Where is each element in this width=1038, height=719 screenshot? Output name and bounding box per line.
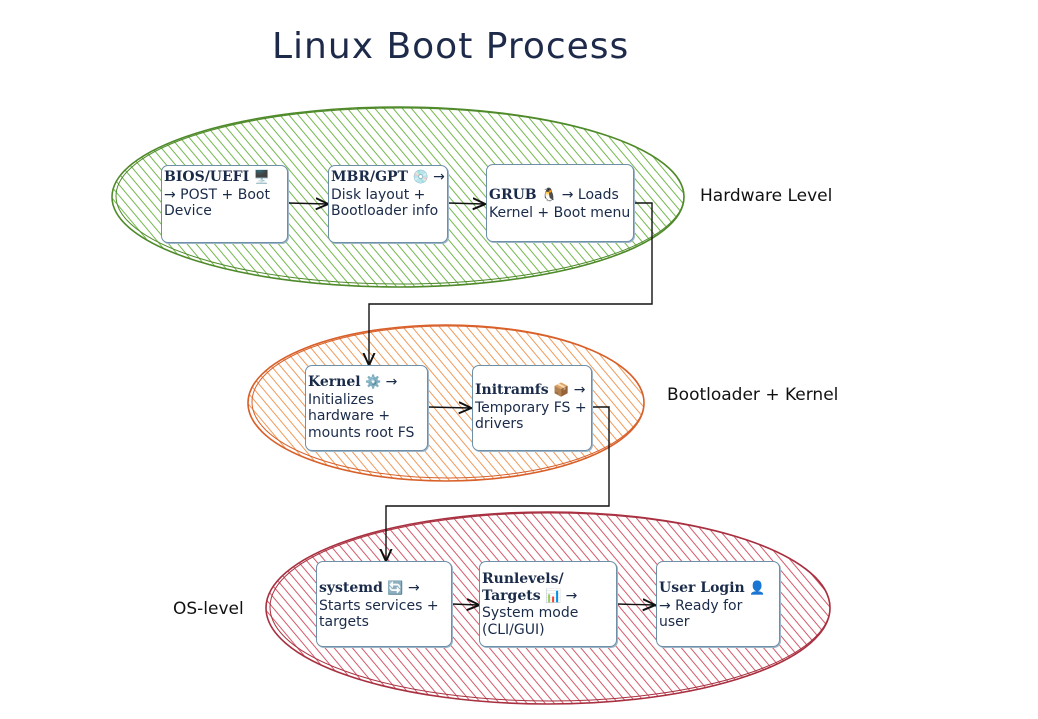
monitor-icon: 🖥️ bbox=[253, 170, 270, 185]
node-kernel[interactable]: Kernel ⚙️ → Initializes hardware + mount… bbox=[305, 365, 428, 451]
package-icon: 📦 bbox=[553, 383, 570, 398]
node-description: → POST + Boot Device bbox=[164, 186, 270, 220]
node-user-login[interactable]: User Login 👤 → Ready for user bbox=[656, 561, 780, 647]
node-title: MBR/GPT bbox=[331, 169, 408, 185]
node-bios-uefi[interactable]: BIOS/UEFI 🖥️ → POST + Boot Device bbox=[161, 165, 288, 243]
node-description: → Ready for user bbox=[659, 597, 743, 631]
arrow-grub-to-kernel bbox=[369, 202, 653, 364]
node-grub[interactable]: GRUB 🐧 → Loads Kernel + Boot menu bbox=[486, 164, 634, 242]
arrow-bios-to-mbr bbox=[287, 203, 327, 204]
node-description: → Starts services + targets bbox=[319, 580, 439, 630]
user-icon: 👤 bbox=[749, 581, 766, 596]
node-runlevels-targets[interactable]: Runlevels/ Targets 📊 → System mode (CLI/… bbox=[479, 561, 617, 647]
node-description: → System mode (CLI/GUI) bbox=[482, 587, 579, 638]
node-description: → Disk layout + Bootloader info bbox=[331, 169, 445, 219]
level-label-hardware: Hardware Level bbox=[700, 186, 833, 206]
node-title: Runlevels/ Targets bbox=[482, 571, 564, 604]
node-title: systemd bbox=[319, 580, 383, 596]
node-title: GRUB bbox=[489, 187, 537, 203]
refresh-icon: 🔄 bbox=[387, 581, 404, 596]
node-mbr-gpt[interactable]: MBR/GPT 💿 → Disk layout + Bootloader inf… bbox=[328, 165, 448, 243]
node-description: → Temporary FS + drivers bbox=[475, 382, 587, 432]
level-label-bootloader: Bootloader + Kernel bbox=[667, 385, 839, 405]
penguin-icon: 🐧 bbox=[541, 188, 558, 203]
page-title: Linux Boot Process bbox=[272, 26, 630, 67]
node-description: → Initializes hardware + mounts root FS bbox=[308, 374, 415, 441]
arrow-initramfs-to-systemd bbox=[386, 406, 610, 560]
bar-chart-icon: 📊 bbox=[545, 588, 562, 604]
node-systemd[interactable]: systemd 🔄 → Starts services + targets bbox=[316, 561, 452, 647]
node-initramfs[interactable]: Initramfs 📦 → Temporary FS + drivers bbox=[472, 365, 592, 451]
node-title: Initramfs bbox=[475, 382, 549, 398]
arrow-systemd-to-runlevels bbox=[451, 604, 478, 605]
arrow-runlevels-to-login bbox=[616, 604, 654, 605]
node-title: User Login bbox=[659, 580, 745, 596]
gear-icon: ⚙️ bbox=[365, 375, 382, 390]
node-title: BIOS/UEFI bbox=[164, 169, 250, 185]
arrow-kernel-to-initramfs bbox=[427, 407, 470, 408]
arrow-mbr-to-grub bbox=[447, 203, 484, 204]
node-title: Kernel bbox=[308, 374, 361, 390]
disc-icon: 💿 bbox=[412, 170, 429, 185]
level-label-os: OS-level bbox=[173, 599, 244, 619]
node-description: → Loads Kernel + Boot menu bbox=[489, 187, 631, 221]
